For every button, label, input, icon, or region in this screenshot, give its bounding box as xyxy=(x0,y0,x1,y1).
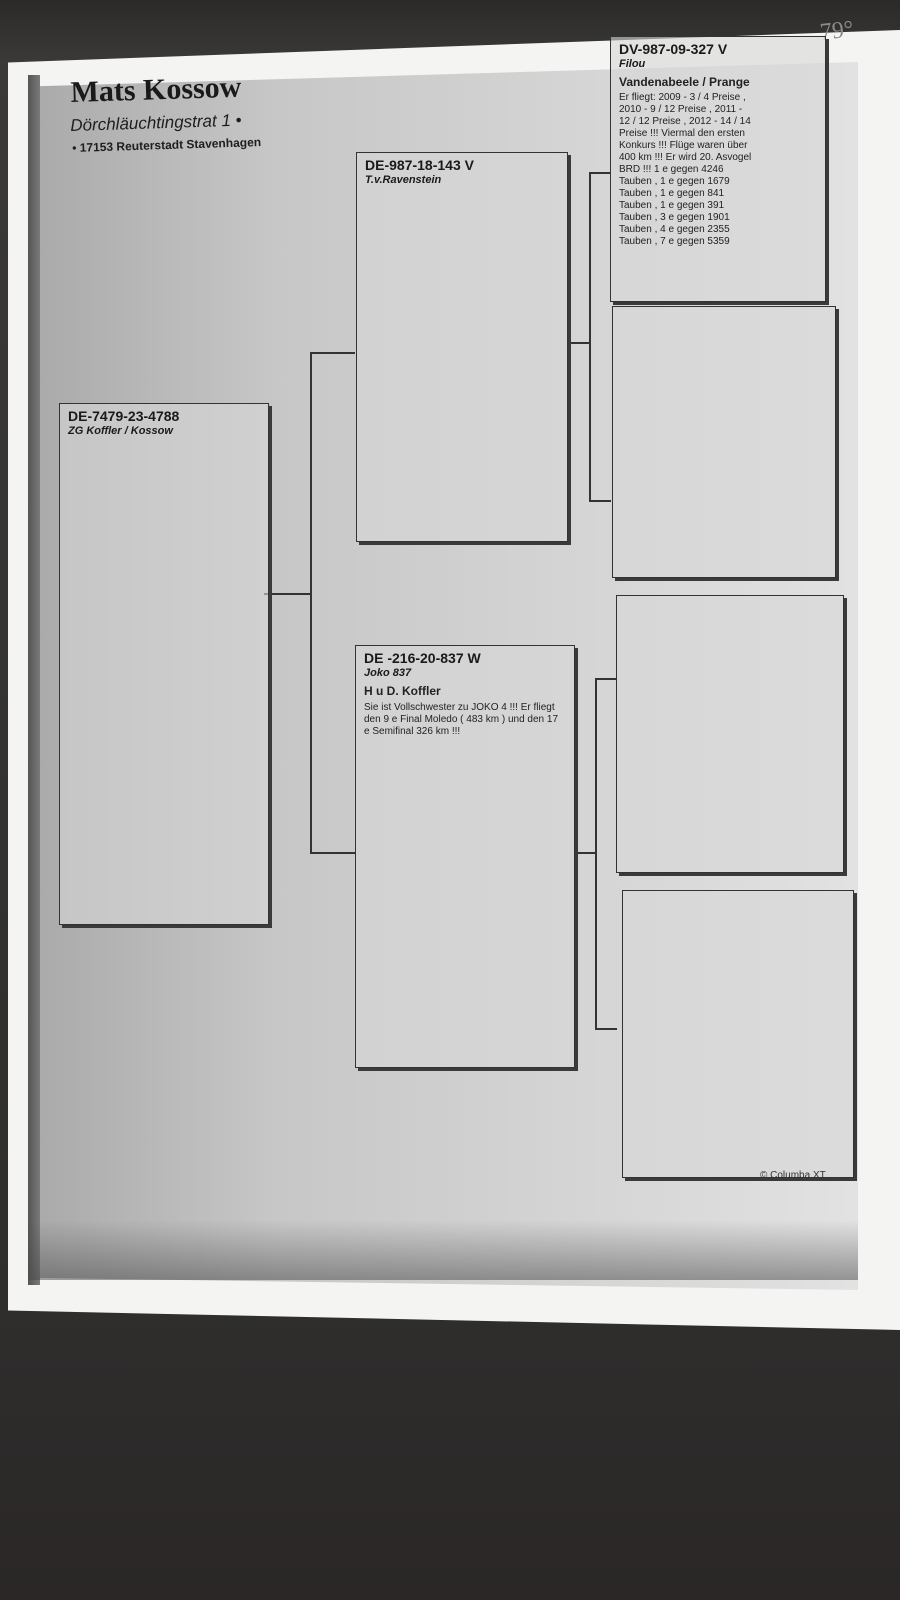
sheet-shadow xyxy=(28,1220,858,1280)
connector-line xyxy=(264,593,312,595)
breeder-name: H u D. Koffler xyxy=(364,684,441,698)
ring-number: DV-987-09-327 V xyxy=(619,41,728,57)
connector-line xyxy=(595,678,597,1030)
ring-number: DE-7479-23-4788 xyxy=(68,408,180,424)
pigeon-name: ZG Koffler / Kossow xyxy=(68,425,173,437)
pigeon-card-sire: DE-987-18-143 V T.v.Ravenstein xyxy=(356,152,568,542)
connector-line xyxy=(595,1028,617,1030)
pigeon-card-dam-sire xyxy=(616,595,844,873)
pigeon-card-dam: DE -216-20-837 W Joko 837 H u D. Koffler… xyxy=(355,645,575,1068)
connector-line xyxy=(589,172,591,502)
owner-name: Mats Kossow xyxy=(70,70,242,109)
ring-number: DE -216-20-837 W xyxy=(364,650,481,666)
copyright-text: © Columba XT xyxy=(760,1170,826,1181)
connector-line xyxy=(589,500,611,502)
pigeon-card-sire-dam xyxy=(612,306,836,578)
sheet-edge xyxy=(28,75,40,1285)
connector-line xyxy=(310,352,312,854)
pigeon-name: T.v.Ravenstein xyxy=(365,174,442,186)
pigeon-card-subject: DE-7479-23-4788 ZG Koffler / Kossow xyxy=(59,403,269,925)
pigeon-notes: Sie ist Vollschwester zu JOKO 4 !!! Er f… xyxy=(364,702,559,737)
connector-line xyxy=(568,342,590,344)
pigeon-notes: Er fliegt: 2009 - 3 / 4 Preise , 2010 - … xyxy=(619,92,752,247)
pigeon-name: Filou xyxy=(619,58,646,70)
pigeon-name: Joko 837 xyxy=(364,667,412,679)
connector-line xyxy=(595,678,617,680)
connector-line xyxy=(589,172,611,174)
pigeon-card-dam-dam xyxy=(622,890,854,1178)
pigeon-card-sire-sire: DV-987-09-327 V Filou Vandenabeele / Pra… xyxy=(610,36,826,302)
connector-line xyxy=(574,852,596,854)
breeder-name: Vandenabeele / Prange xyxy=(619,75,750,89)
connector-line xyxy=(310,352,355,354)
ring-number: DE-987-18-143 V xyxy=(365,157,474,173)
connector-line xyxy=(310,852,355,854)
